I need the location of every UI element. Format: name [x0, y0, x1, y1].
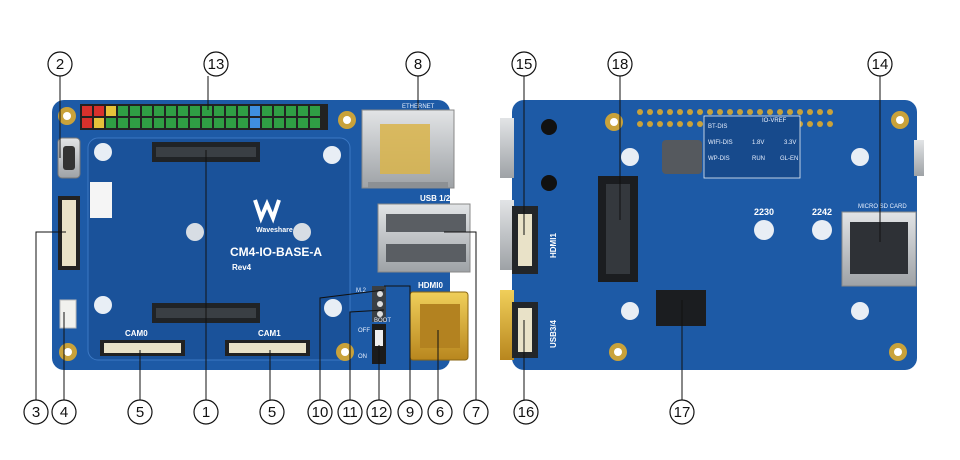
- silk-cam1: CAM1: [258, 329, 281, 338]
- silk-2230: 2230: [754, 207, 774, 217]
- silk-on: ON: [358, 354, 367, 360]
- callout-10: 10: [312, 404, 329, 421]
- callout-1: 1: [202, 404, 210, 421]
- back-ethernet-edge: [500, 118, 514, 178]
- back-hdmi-edge: [500, 290, 514, 360]
- back-usbc-edge: [914, 140, 924, 176]
- callout-14: 14: [872, 56, 889, 73]
- silk-off: OFF: [358, 328, 370, 334]
- callouts: [35, 76, 881, 400]
- callout-13: 13: [208, 56, 225, 73]
- silk-io-vref: IO-VREF: [762, 118, 787, 124]
- silk-boot: BOOT: [374, 318, 391, 324]
- silk-2242: 2242: [812, 207, 832, 217]
- silk-usb12: USB 1/2: [420, 194, 451, 203]
- silk-hdmi0: HDMI0: [418, 281, 443, 290]
- back-mounting-holes: [605, 111, 909, 361]
- callout-3: 3: [32, 404, 40, 421]
- callout-5a: 5: [136, 404, 144, 421]
- silk-model: CM4-IO-BASE-A: [230, 245, 322, 259]
- silk-brand: Waveshare: [256, 227, 293, 234]
- usb-hub-chip: [656, 290, 706, 326]
- callout-11: 11: [342, 404, 358, 421]
- silk-cam0: CAM0: [125, 329, 148, 338]
- silk-1v8: 1.8V: [752, 140, 764, 146]
- silk-wp-dis: WP-DIS: [708, 156, 730, 162]
- callout-7: 7: [472, 404, 480, 421]
- silk-microsd: MICRO SD CARD: [858, 204, 907, 210]
- silk-3v3: 3.3V: [784, 140, 796, 146]
- callout-6: 6: [436, 404, 444, 421]
- callout-17: 17: [674, 404, 691, 421]
- front-board: Waveshare CM4-IO-BASE-A Rev4 CAM0 CAM1 E…: [52, 100, 471, 370]
- silk-usb34: USB3/4: [549, 319, 558, 348]
- callout-9: 9: [406, 404, 414, 421]
- back-usb-edge: [500, 200, 514, 270]
- callout-5b: 5: [268, 404, 276, 421]
- callout-4: 4: [60, 404, 68, 421]
- callout-2: 2: [56, 56, 64, 73]
- back-board: BT-DIS WIFI-DIS WP-DIS IO-VREF 1.8V 3.3V…: [500, 100, 924, 370]
- callout-18: 18: [612, 56, 629, 73]
- fan-header: [59, 299, 77, 329]
- silk-revision: Rev4: [232, 263, 252, 272]
- callout-markers: [23, 51, 893, 425]
- inductor: [662, 140, 702, 174]
- callout-15: 15: [516, 56, 533, 73]
- callout-16: 16: [518, 404, 535, 421]
- silk-gl-en: GL-EN: [780, 156, 798, 162]
- callout-numbers: 2 13 8 15 18 14 3 4 5 1 5 10 11 12 9 6 7…: [32, 56, 889, 421]
- back-button-2: [541, 175, 557, 191]
- silk-wifi-dis: WIFI-DIS: [708, 140, 733, 146]
- callout-8: 8: [414, 56, 422, 73]
- config-jumpers: [703, 115, 801, 179]
- gpio-header: [80, 104, 328, 130]
- silk-bt-dis: BT-DIS: [708, 124, 727, 130]
- silk-m2: M.2: [356, 288, 367, 294]
- back-button-1: [541, 119, 557, 135]
- waveshare-logo-icon: [253, 198, 281, 224]
- silk-run: RUN: [752, 156, 765, 162]
- sticker: [90, 182, 112, 218]
- back-pcb: [512, 100, 917, 370]
- silk-hdmi1: HDMI1: [549, 233, 558, 258]
- callout-12: 12: [371, 404, 388, 421]
